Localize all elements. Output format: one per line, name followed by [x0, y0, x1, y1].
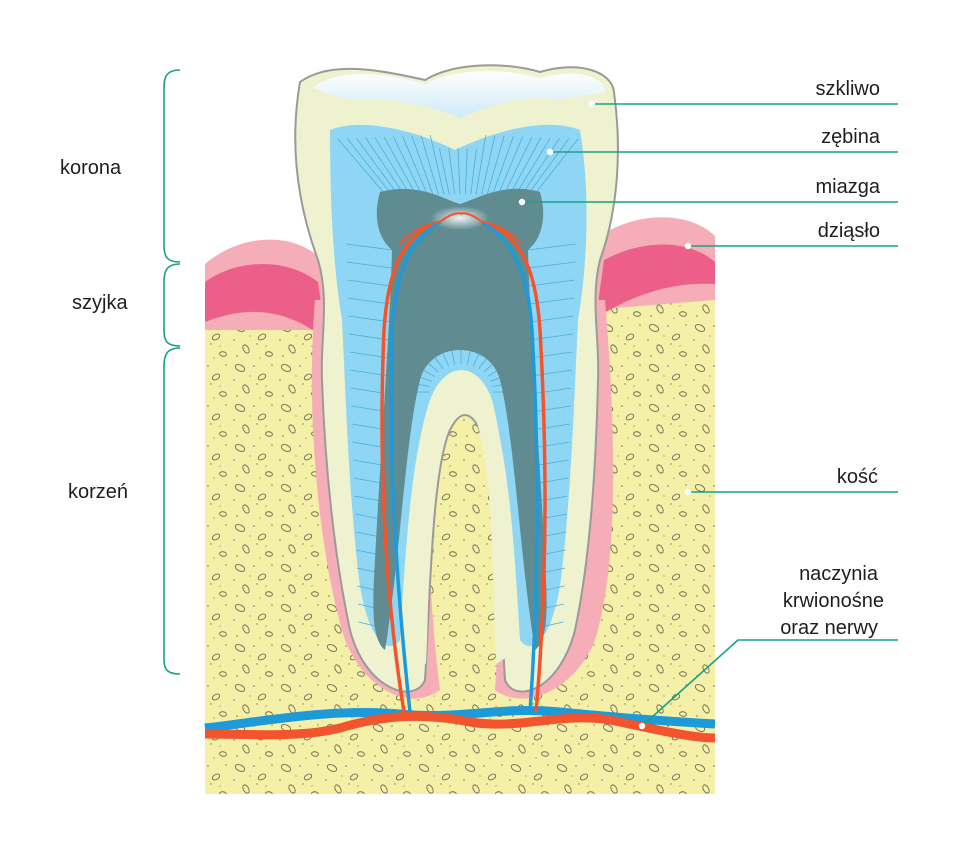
- dentin-tubule: [347, 297, 391, 305]
- dentin-tubule: [365, 137, 407, 199]
- dentin-tubule: [464, 148, 468, 195]
- dentin-tubule: [411, 135, 434, 196]
- dentin-tubule: [448, 148, 456, 195]
- dentin-tubule: [402, 136, 429, 196]
- leader-kosc: [684, 488, 898, 496]
- dentin-tubule: [529, 315, 574, 323]
- leader-naczynia: [638, 639, 898, 730]
- label-dziaslo: dziąsło: [818, 220, 880, 242]
- leader-zebina: [546, 148, 898, 156]
- brace-szyjka: [163, 263, 181, 347]
- blood-vessels-and-nerves: [204, 212, 716, 743]
- dentin-tubule: [470, 148, 477, 195]
- dentin-tubule: [508, 137, 542, 198]
- dentin-tubule: [346, 261, 392, 269]
- dentin-tubule: [527, 243, 577, 251]
- dentin-tubule: [497, 136, 523, 197]
- dentin-tubule: [531, 405, 571, 413]
- dentin-tubule: [531, 423, 571, 431]
- dentin-tubule: [475, 135, 487, 195]
- dentin-tubule: [356, 137, 402, 199]
- dentin-tubule: [529, 138, 579, 201]
- dentin-tubule: [393, 136, 423, 197]
- label-zebina: zębina: [821, 126, 881, 148]
- brace-korzen: [163, 347, 181, 675]
- leader-dziaslo: [684, 242, 898, 250]
- label-korona: korona: [60, 157, 122, 179]
- leader-szkliwo: [588, 100, 898, 108]
- dentin-tubule: [383, 136, 418, 197]
- label-naczynia-line1: naczynia: [799, 563, 879, 585]
- gum: [205, 217, 715, 340]
- dentin-tubule: [528, 261, 576, 269]
- dentin-tubule: [530, 369, 572, 377]
- dentin-tubule: [337, 138, 391, 201]
- label-kosc: kość: [837, 466, 878, 488]
- dentin-tubule: [420, 135, 439, 195]
- dentin-tubule: [518, 138, 560, 199]
- dentin-tubule: [429, 135, 445, 195]
- label-szkliwo: szkliwo: [816, 78, 880, 100]
- dentin-tubule: [532, 441, 570, 449]
- dentin-tubule: [531, 387, 572, 395]
- dentin-tubule: [486, 135, 505, 196]
- dentin-tubule: [513, 137, 551, 199]
- dentin-tubule: [528, 279, 575, 287]
- dentin-tubule: [345, 243, 393, 251]
- label-szyjka: szyjka: [72, 292, 128, 314]
- dentin-tubule: [481, 135, 496, 195]
- label-naczynia-line3: oraz nerwy: [780, 617, 878, 639]
- dentin-tubule: [347, 279, 392, 287]
- dentin-tubule: [502, 136, 533, 197]
- dentin-tubule: [491, 136, 514, 196]
- label-miazga: miazga: [816, 176, 881, 198]
- label-korzen: korzeń: [68, 481, 128, 503]
- dentin-tubule: [457, 147, 461, 195]
- dentin-tubule: [529, 333, 574, 341]
- dentin-tubule: [374, 137, 412, 198]
- leader-miazga: [518, 198, 898, 206]
- dentin-tubule: [346, 138, 396, 200]
- brace-korona: [163, 69, 181, 263]
- dentin-tubule: [524, 138, 570, 200]
- tooth: [294, 64, 619, 699]
- dentin-tubule: [439, 148, 450, 195]
- label-naczynia-line2: krwionośne: [783, 590, 884, 612]
- dentin-tubule: [530, 351, 573, 359]
